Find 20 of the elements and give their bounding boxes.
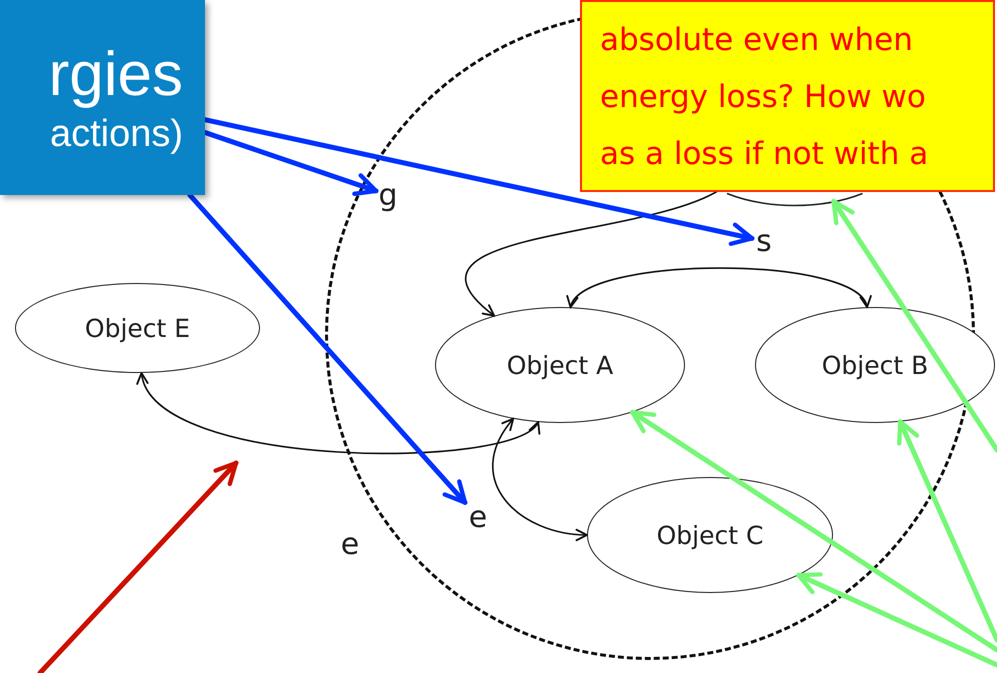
symbol-label: s (752, 222, 776, 260)
arrow (897, 419, 997, 642)
subheading-text: actions) (50, 112, 183, 156)
arrow (187, 192, 468, 505)
callout-box (0, 0, 205, 195)
symbol-label: e (465, 498, 491, 536)
object-ellipse: Object A (435, 307, 685, 423)
connector-arrow (492, 418, 588, 540)
heading-text: rgies (48, 38, 183, 110)
arrow (202, 130, 378, 196)
arrow (202, 117, 754, 246)
arrow (831, 198, 997, 452)
object-ellipse: Object E (15, 283, 260, 373)
object-ellipse: Object B (755, 307, 995, 423)
symbol-label: g (376, 176, 400, 214)
comment-tooltip: absolute even when energy loss? How wo as a loss if not with a (580, 0, 995, 192)
arrow (796, 572, 997, 668)
arrow (630, 410, 997, 652)
edge-label: e (340, 526, 360, 563)
object-ellipse: Object C (587, 477, 833, 593)
